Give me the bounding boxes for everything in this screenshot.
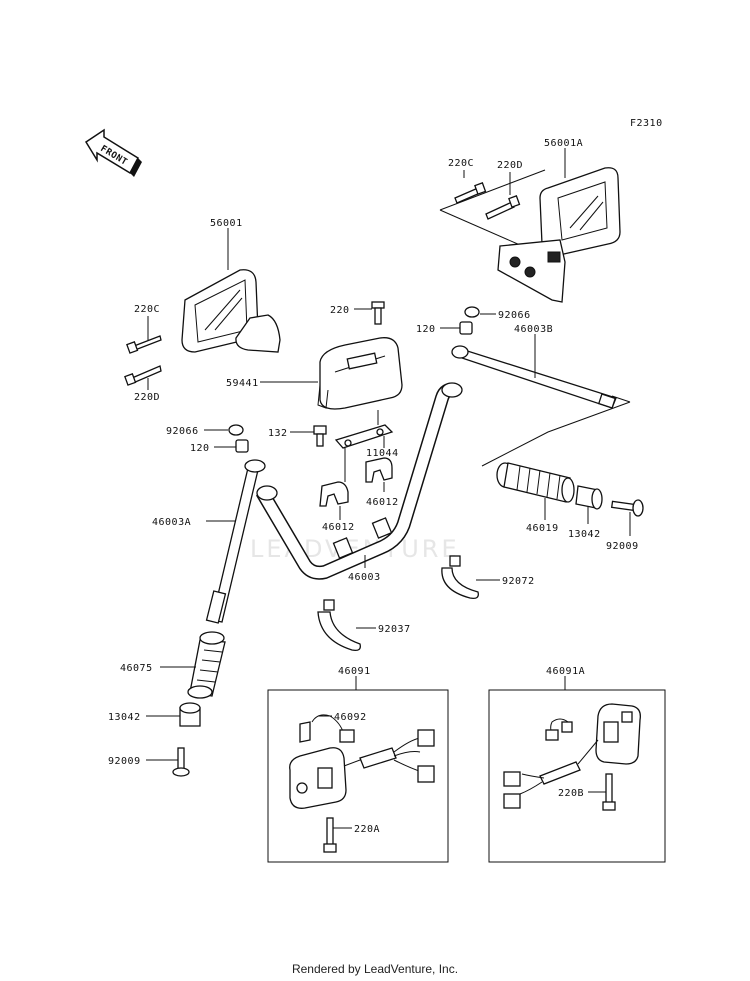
label-46003b: 46003B — [514, 324, 553, 335]
label-92066-left: 92066 — [166, 426, 199, 437]
bar-46003b — [451, 345, 631, 409]
switch-housing-46091a — [503, 703, 641, 809]
bolt-92009-right — [610, 499, 644, 517]
screw-220a — [323, 817, 337, 853]
bolt-220c-right — [454, 182, 487, 204]
bar-46003a — [205, 459, 266, 624]
label-46012-a: 46012 — [322, 522, 355, 533]
cap-92066-left — [228, 424, 244, 436]
label-92072: 92072 — [502, 576, 535, 587]
bolt-220d-right — [485, 195, 521, 220]
handlebar-46003 — [255, 382, 463, 580]
label-46003: 46003 — [348, 572, 381, 583]
cap-92066-right — [464, 306, 480, 318]
bracket-plate-11044 — [334, 424, 394, 449]
label-56001a: 56001A — [544, 138, 583, 149]
label-56001: 56001 — [210, 218, 243, 229]
label-120-left: 120 — [190, 443, 210, 454]
label-92037: 92037 — [378, 624, 411, 635]
box-46091 — [267, 689, 449, 863]
bolt-132 — [313, 425, 327, 447]
mirror-left-56001 — [181, 269, 281, 353]
bolt-220d-left — [124, 365, 162, 386]
label-220b: 220B — [558, 788, 584, 799]
label-92066-right: 92066 — [498, 310, 531, 321]
label-46012-b: 46012 — [366, 497, 399, 508]
label-46003a: 46003A — [152, 517, 191, 528]
weight-13042-right — [575, 485, 603, 510]
label-13042-left: 13042 — [108, 712, 141, 723]
footer-credit: Rendered by LeadVenture, Inc. — [291, 962, 459, 976]
label-92009-left: 92009 — [108, 756, 141, 767]
band-92072 — [441, 555, 479, 600]
label-220-center: 220 — [330, 305, 350, 316]
band-92037 — [317, 599, 361, 652]
bolt-120-right — [459, 321, 473, 335]
label-46091: 46091 — [338, 666, 371, 677]
label-46092: 46092 — [334, 712, 367, 723]
label-220a: 220A — [354, 824, 380, 835]
label-11044: 11044 — [366, 448, 399, 459]
bolt-220-center — [371, 301, 385, 325]
mirror-right-56001a — [439, 167, 621, 303]
front-arrow-icon: FRONT — [84, 128, 142, 177]
bolt-120-left — [235, 439, 249, 453]
bolt-220c-left — [126, 335, 162, 354]
box-46091a — [488, 689, 666, 863]
grip-46019 — [496, 462, 575, 503]
label-220d-left: 220D — [134, 392, 160, 403]
figure-code: F2310 — [630, 118, 663, 129]
label-120-right: 120 — [416, 324, 436, 335]
handlebar-cover-59441 — [317, 337, 403, 410]
label-220d-right: 220D — [497, 160, 523, 171]
switch-housing-46091 — [289, 714, 435, 809]
label-59441: 59441 — [226, 378, 259, 389]
weight-13042-left — [179, 702, 201, 727]
holder-46012-left — [319, 481, 349, 507]
label-220c-left: 220C — [134, 304, 160, 315]
label-92009-right: 92009 — [606, 541, 639, 552]
label-13042-right: 13042 — [568, 529, 601, 540]
label-132: 132 — [268, 428, 288, 439]
screw-220b — [602, 773, 616, 811]
label-46091a: 46091A — [546, 666, 585, 677]
grip-46075 — [187, 631, 226, 699]
bolt-92009-left — [172, 747, 190, 777]
label-46019: 46019 — [526, 523, 559, 534]
label-46075: 46075 — [120, 663, 153, 674]
label-220c-right: 220C — [448, 158, 474, 169]
holder-46012-right — [365, 457, 393, 483]
